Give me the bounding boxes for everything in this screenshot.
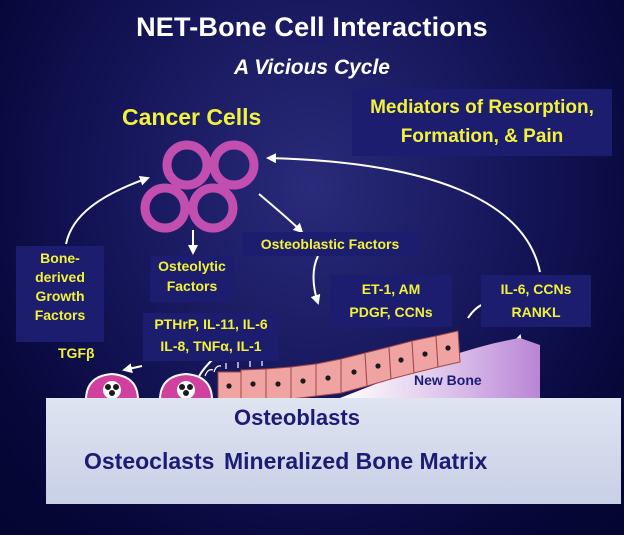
arrow-growth-factors-to-cancer (65, 175, 150, 245)
osteoclast-right (158, 372, 214, 402)
osteoblasts-label: Osteoblasts (234, 405, 360, 430)
bone-gf-line-4: Factors (34, 307, 86, 323)
osteolytic-list-line-2: IL-8, TNFα, IL-1 (160, 338, 262, 354)
arrow-cancer-to-osteoblastic (258, 193, 304, 234)
mediators-box: Mediators of Resorption, Formation, & Pa… (352, 89, 612, 156)
osteoblast-nucleus (300, 378, 306, 384)
bone-gf-line-1: Bone- (40, 250, 80, 266)
pain-mediators-box: IL-6, CCNs RANKL (481, 275, 591, 327)
cancer-cells-cluster (140, 140, 259, 233)
arrow-mediators-to-cancer (266, 153, 541, 273)
mediators-line-1: Mediators of Resorption, (370, 97, 594, 118)
osteoblast-nucleus (226, 383, 232, 389)
osteolytic-line-1: Osteolytic (158, 258, 226, 274)
osteoblast-nucleus (275, 381, 281, 387)
osteoblast-layer (217, 330, 461, 401)
osteoclast-left (84, 372, 140, 402)
osteolytic-list-line-1: PTHrP, IL-11, IL-6 (154, 316, 268, 332)
diagram-subtitle: A Vicious Cycle (233, 56, 390, 79)
mediators-line-2: Formation, & Pain (400, 126, 564, 147)
osteoblastic-factors-line-1: ET-1, AM (361, 281, 421, 297)
osteoblast-nucleus (351, 369, 357, 375)
osteoblast-cilia (204, 360, 263, 377)
cancer-cells-label: Cancer Cells (122, 104, 262, 130)
osteoblast-nucleus (250, 381, 256, 387)
pain-mediators-line-2: RANKL (511, 304, 561, 320)
new-bone-shape (340, 338, 540, 398)
osteolytic-factors-list: PTHrP, IL-11, IL-6 IL-8, TNFα, IL-1 (143, 313, 279, 361)
osteoblastic-factors-box: ET-1, AM PDGF, CCNs (330, 275, 452, 327)
osteoblastic-factors-line-2: PDGF, CCNs (349, 304, 433, 320)
bone-gf-line-3: Growth (35, 288, 85, 304)
osteoblast-nucleus (325, 375, 331, 381)
osteoblast-nucleus (445, 345, 451, 351)
osteoblast-nucleus (398, 357, 404, 363)
osteolytic-line-2: Factors (166, 278, 218, 294)
bone-matrix-block (46, 398, 621, 504)
osteolytic-factors-box: Osteolytic Factors (150, 256, 234, 302)
cancer-cell (162, 140, 212, 190)
tgfb-label: TGFβ (58, 345, 95, 361)
new-bone-label: New Bone (414, 372, 482, 388)
pain-mediators-line-1: IL-6, CCNs (500, 281, 572, 297)
cancer-cell (188, 183, 238, 233)
bone-derived-growth-factors-box: Bone- derived Growth Factors (16, 246, 104, 342)
osteoblastic-factors-label: Osteoblastic Factors (242, 232, 418, 256)
bone-gf-line-2: derived (35, 269, 85, 285)
osteoblast-nucleus (375, 363, 381, 369)
mineralized-bone-matrix-label: Mineralized Bone Matrix (224, 448, 488, 474)
cancer-cell (140, 183, 190, 233)
cancer-cell (209, 140, 259, 190)
arrow-osteoblastic-to-osteoblasts (310, 255, 321, 305)
osteoblast-nucleus (422, 351, 428, 357)
osteoclasts-label: Osteoclasts (84, 448, 215, 474)
arrow-tgfb-back (122, 363, 143, 374)
diagram-title: NET-Bone Cell Interactions (136, 12, 488, 42)
